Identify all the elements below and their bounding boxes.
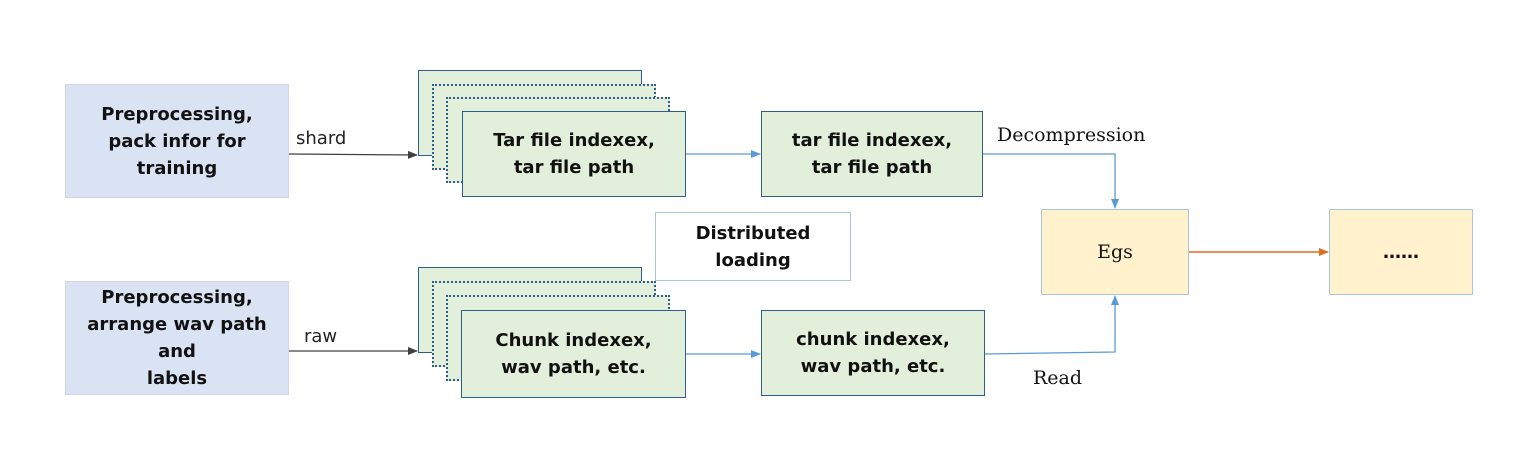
shard-arrow <box>288 150 418 159</box>
preprocess-shard-box: Preprocessing, pack infor for training <box>65 84 289 198</box>
tar-single-text: tar file indexex, tar file path <box>791 130 953 178</box>
preprocess-shard-text: Preprocessing, pack infor for training <box>101 103 253 179</box>
distributed-loading-box: Distributed loading <box>655 212 851 281</box>
tar-stack-front-box: Tar file indexex, tar file path <box>462 111 686 197</box>
tar-single-box: tar file indexex, tar file path <box>761 111 983 197</box>
distributed-loading-text: Distributed loading <box>695 222 811 271</box>
read-label: Read <box>1033 367 1083 389</box>
egs-box: Egs <box>1041 209 1189 295</box>
ellipsis-box: …… <box>1329 209 1473 295</box>
read-arrow <box>984 295 1119 355</box>
chunk-stack-front-box: Chunk indexex, wav path, etc. <box>461 310 686 398</box>
tar-stack-front-text: Tar file indexex, tar file path <box>493 130 655 178</box>
shard-label: shard <box>296 128 347 149</box>
chunk-stack-front-text: Chunk indexex, wav path, etc. <box>495 330 652 378</box>
ellipsis-text: …… <box>1383 241 1419 263</box>
raw-label: raw <box>304 326 338 347</box>
chunk-single-text: chunk indexex, wav path, etc. <box>796 329 950 377</box>
decompression-arrow <box>983 153 1119 209</box>
preprocess-raw-text: Preprocessing, arrange wav path and labe… <box>87 287 267 389</box>
chunk-single-box: chunk indexex, wav path, etc. <box>761 310 985 396</box>
preprocess-raw-box: Preprocessing, arrange wav path and labe… <box>65 281 289 395</box>
decompression-label: Decompression <box>997 124 1146 146</box>
egs-text: Egs <box>1097 241 1133 263</box>
